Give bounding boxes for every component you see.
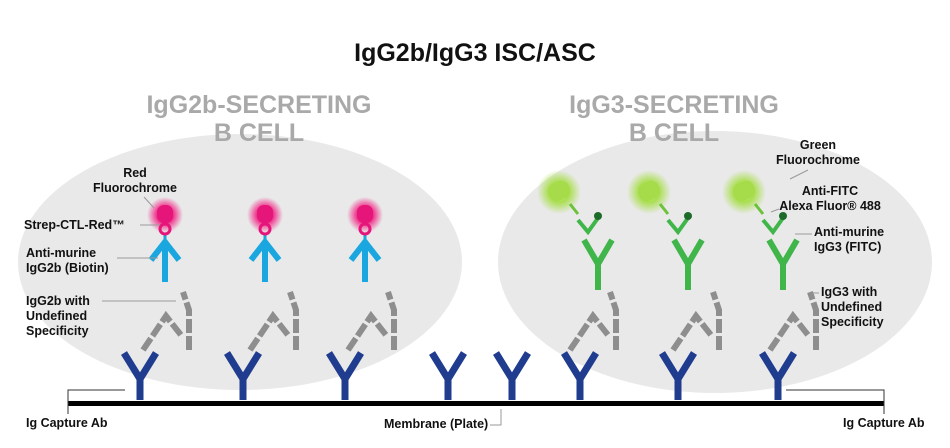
anti-fitc-antibody-3 — [761, 216, 785, 236]
anti-igg3-antibody-2 — [671, 238, 705, 290]
anti-igg3-antibody-3 — [766, 238, 800, 290]
leader-red-fluorochrome — [143, 196, 155, 209]
igg2b-b-cell — [18, 134, 462, 390]
secreted-antibody-5 — [670, 291, 722, 352]
igg3-cell-title-line1: IgG3-SECRETING — [569, 91, 779, 119]
label-membrane: Membrane (Plate) — [384, 417, 488, 431]
diagram-title: IgG2b/IgG3 ISC/ASC — [354, 39, 596, 67]
anti-igg3-antibody-1 — [581, 238, 615, 290]
membrane-plate — [68, 401, 884, 406]
label-igg2b-undefined-3: Specificity — [26, 324, 89, 338]
green-fluorochrome-2 — [637, 180, 661, 202]
label-anti-fitc-2: Alexa Fluor® 488 — [779, 199, 881, 213]
secreted-antibody-6 — [767, 291, 819, 352]
capture-antibody-1 — [121, 351, 159, 400]
label-igg3-undefined-3: Specificity — [821, 315, 884, 329]
anti-fitc-antibody-1 — [576, 216, 600, 236]
igg2b-cell-title-line2: B CELL — [214, 119, 304, 147]
leader-anti-fitc — [770, 208, 780, 213]
green-fluorochrome-3 — [732, 180, 756, 202]
capture-antibody-5 — [493, 351, 531, 400]
red-fluorochrome-2 — [257, 205, 273, 223]
igg3-cell-title-line2: B CELL — [629, 119, 719, 147]
label-igg3-undefined-1: IgG3 with — [821, 285, 877, 299]
label-anti-igg2b-1: Anti-murine — [26, 246, 96, 260]
label-anti-igg3-1: Anti-murine — [814, 225, 884, 239]
strep-ring-1 — [158, 222, 172, 236]
fluor-link-3 — [753, 203, 765, 215]
fitc-dot-1 — [594, 212, 602, 220]
capture-antibody-4 — [429, 351, 467, 400]
label-green-fluorochrome-2: Fluorochrome — [776, 153, 860, 167]
fitc-dot-3 — [779, 212, 787, 220]
fitc-dot-2 — [684, 212, 692, 220]
label-anti-fitc-1: Anti-FITC — [802, 184, 858, 198]
leader-green-fluorochrome — [789, 169, 809, 180]
capture-antibody-6 — [561, 351, 599, 400]
secreted-antibody-3 — [345, 291, 397, 352]
label-red-fluorochrome-2: Fluorochrome — [93, 181, 177, 195]
secreted-antibody-4 — [567, 291, 619, 352]
leader-membrane — [490, 409, 502, 426]
fluor-link-2 — [658, 203, 670, 215]
red-fluorochrome-1 — [157, 205, 173, 223]
strep-ring-2 — [258, 222, 272, 236]
igg2b-cell-title-line1: IgG2b-SECRETING — [146, 91, 371, 119]
label-red-fluorochrome-1: Red — [123, 166, 147, 180]
label-green-fluorochrome-1: Green — [800, 138, 836, 152]
secreted-antibody-1 — [140, 291, 192, 352]
capture-antibody-8 — [759, 351, 797, 400]
capture-antibody-2 — [224, 351, 262, 400]
label-anti-igg2b-2: IgG2b (Biotin) — [26, 261, 109, 275]
antibody-layer — [121, 170, 819, 400]
anti-fitc-antibody-2 — [666, 216, 690, 236]
leader-capture-right — [786, 389, 885, 414]
label-strep: Strep-CTL-Red™ — [24, 218, 125, 232]
capture-antibody-7 — [659, 351, 697, 400]
capture-antibody-3 — [326, 351, 364, 400]
leader-capture-left — [67, 389, 125, 414]
fluor-link-1 — [568, 203, 580, 215]
label-capture-right: Ig Capture Ab — [843, 416, 925, 430]
label-igg2b-undefined-1: IgG2b with — [26, 294, 90, 308]
igg3-b-cell — [498, 131, 932, 393]
red-fluorochrome-3 — [357, 205, 373, 223]
green-fluorochrome-1 — [547, 180, 571, 202]
label-anti-igg3-2: IgG3 (FITC) — [814, 240, 881, 254]
label-igg3-undefined-2: Undefined — [821, 300, 882, 314]
strep-ring-3 — [358, 222, 372, 236]
label-capture-left: Ig Capture Ab — [26, 416, 108, 430]
secreted-antibody-2 — [247, 291, 299, 352]
label-igg2b-undefined-2: Undefined — [26, 309, 87, 323]
